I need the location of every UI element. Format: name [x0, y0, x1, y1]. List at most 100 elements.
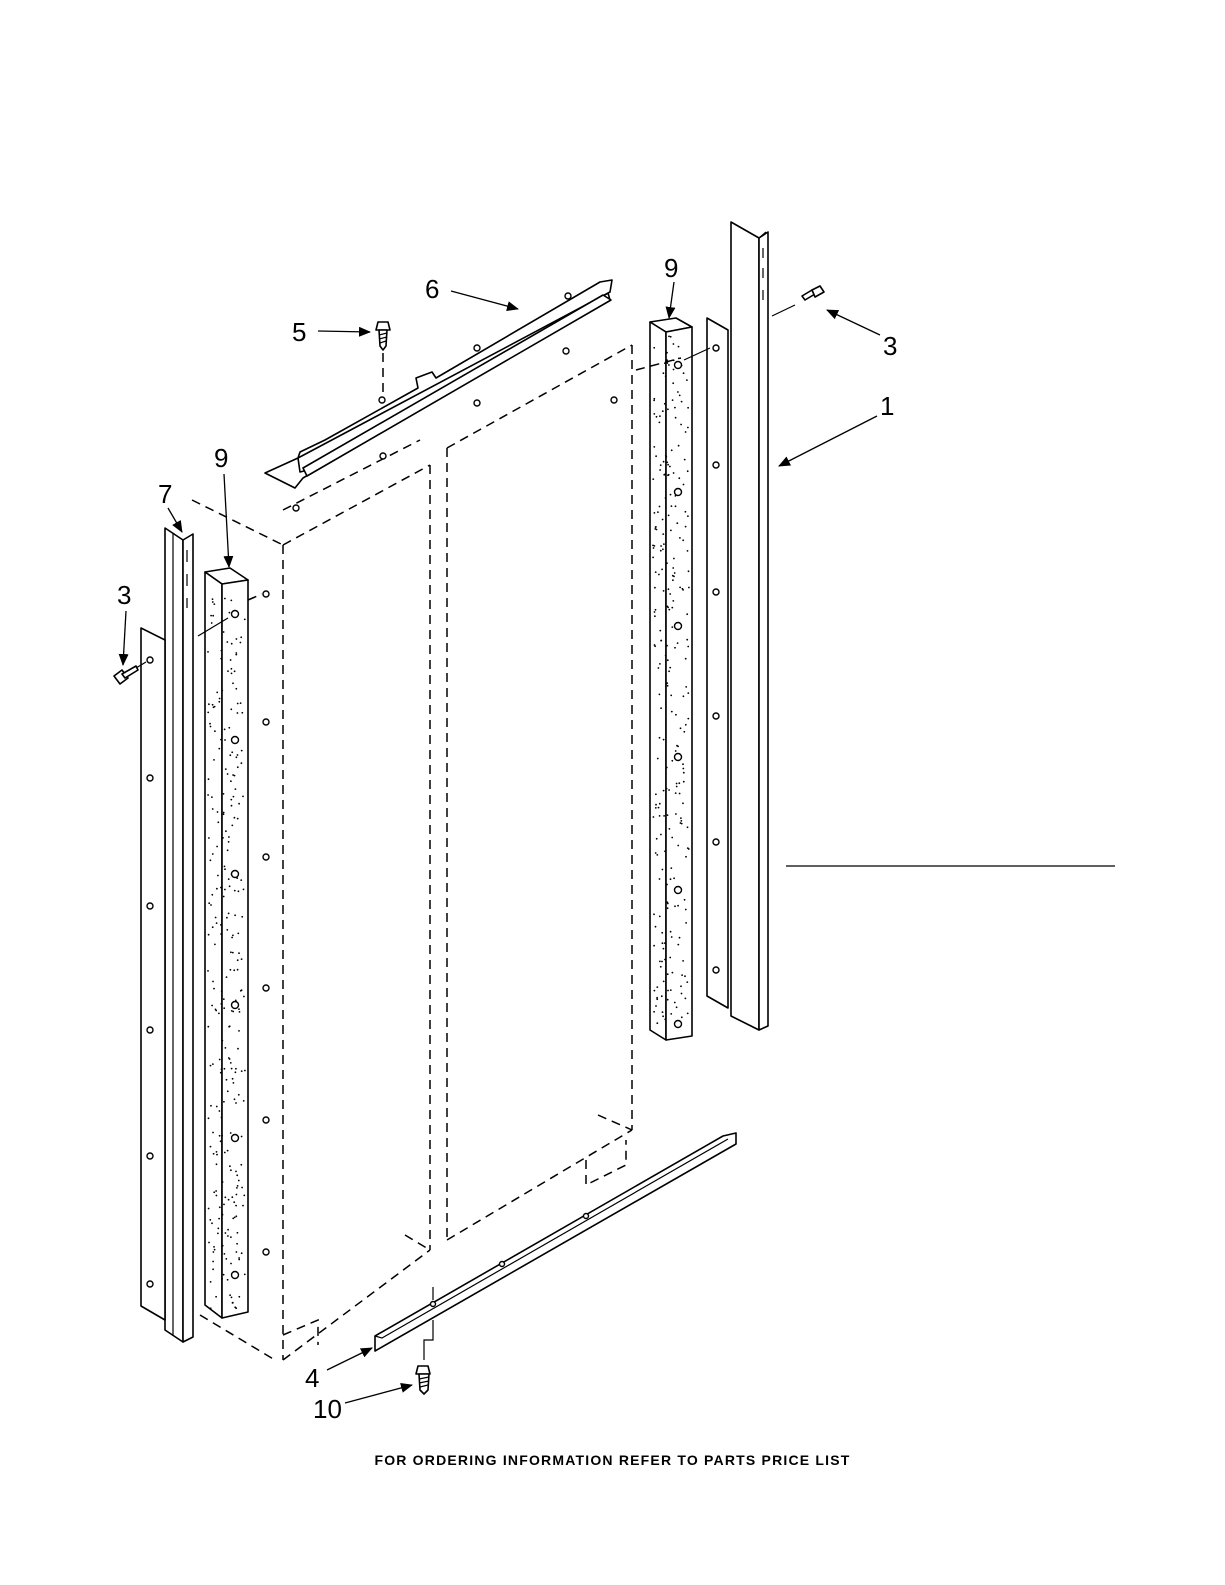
foam-speck — [669, 593, 671, 595]
foam-speck — [672, 600, 674, 602]
foam-speck — [653, 816, 655, 818]
foam-speck — [235, 788, 237, 790]
foam-speck — [212, 615, 214, 617]
foam-speck — [670, 494, 672, 496]
foam-speck — [213, 603, 215, 605]
foam-speck — [670, 989, 672, 991]
foam-speck — [210, 1065, 212, 1067]
foam-speck — [232, 935, 234, 937]
foam-speck — [230, 951, 232, 953]
foam-speck — [687, 692, 689, 694]
foam-speck — [212, 1063, 214, 1065]
foam-speck — [237, 969, 239, 971]
foam-speck — [210, 1105, 212, 1107]
foam-speck — [230, 799, 232, 801]
foam-speck — [219, 1059, 221, 1061]
foam-speck — [227, 1279, 229, 1281]
foam-speck — [671, 936, 673, 938]
foam-speck — [683, 772, 685, 774]
foam-speck — [231, 668, 233, 670]
foam-speck — [237, 703, 239, 705]
foam-speck — [238, 1030, 240, 1032]
foam-speck — [229, 1165, 231, 1167]
foam-speck — [663, 815, 665, 817]
foam-speck — [235, 1068, 237, 1070]
foam-speck — [662, 942, 664, 944]
foam-speck — [229, 885, 231, 887]
foam-speck — [671, 607, 673, 609]
foam-speck — [244, 619, 246, 621]
foam-speck — [679, 793, 681, 795]
foam-speck — [212, 853, 214, 855]
foam-speck — [660, 550, 662, 552]
left-trim-part-7 — [165, 528, 193, 1342]
foam-speck — [667, 907, 669, 909]
foam-speck — [682, 539, 684, 541]
foam-speck — [208, 837, 210, 839]
foam-speck — [216, 846, 218, 848]
foam-speck — [655, 807, 657, 809]
foam-speck — [662, 548, 664, 550]
foam-speck — [224, 1196, 226, 1198]
foam-speck — [231, 751, 233, 753]
foam-speck — [209, 723, 211, 725]
foam-speck — [687, 550, 689, 552]
foam-speck — [234, 1306, 236, 1308]
foam-speck — [681, 993, 683, 995]
foam-speck — [215, 1009, 217, 1011]
foam-speck — [665, 497, 667, 499]
foam-speck — [685, 909, 687, 911]
foam-speck — [241, 1070, 243, 1072]
foam-speck — [659, 878, 661, 880]
foam-speck — [659, 815, 661, 817]
foam-speck — [207, 970, 209, 972]
foam-speck — [236, 1174, 238, 1176]
foam-speck — [672, 382, 674, 384]
foam-speck — [671, 760, 673, 762]
foam-speck — [672, 567, 674, 569]
foam-speck — [221, 1135, 223, 1137]
foam-speck — [223, 813, 225, 815]
foam-speck — [223, 1007, 225, 1009]
foam-speck — [210, 904, 212, 906]
foam-speck — [667, 659, 669, 661]
foam-speck — [207, 1026, 209, 1028]
foam-speck — [232, 1078, 234, 1080]
foam-speck — [211, 622, 213, 624]
callout-10: 10 — [313, 1394, 342, 1424]
foam-speck — [216, 1154, 218, 1156]
foam-speck — [233, 796, 235, 798]
foam-speck — [224, 1152, 226, 1154]
foam-speck — [659, 737, 661, 739]
foam-speck — [232, 1218, 234, 1220]
foam-speck — [224, 866, 226, 868]
foam-strip-right-part-9 — [650, 318, 692, 1040]
foam-speck — [666, 682, 668, 684]
foam-speck — [667, 990, 669, 992]
foam-speck — [656, 1022, 658, 1024]
foam-speck — [216, 1163, 218, 1165]
foam-speck — [238, 952, 240, 954]
foam-speck — [655, 793, 657, 795]
foam-speck — [667, 999, 669, 1001]
foam-speck — [662, 1015, 664, 1017]
foam-speck — [663, 739, 665, 741]
foam-speck — [241, 958, 243, 960]
foam-speck — [669, 828, 671, 830]
foam-speck — [223, 896, 225, 898]
foam-speck — [653, 945, 655, 947]
foam-speck — [661, 961, 663, 963]
foam-speck — [212, 808, 214, 810]
foam-speck — [216, 1151, 218, 1153]
foam-speck — [225, 1232, 227, 1234]
foam-speck — [230, 1169, 232, 1171]
foam-speck — [680, 817, 682, 819]
foam-speck — [660, 707, 662, 709]
foam-speck — [655, 571, 657, 573]
foam-speck — [227, 1229, 229, 1231]
foam-speck — [241, 762, 243, 764]
foam-speck — [670, 867, 672, 869]
foam-speck — [231, 643, 233, 645]
foam-speck — [231, 673, 233, 675]
foam-speck — [657, 758, 659, 760]
